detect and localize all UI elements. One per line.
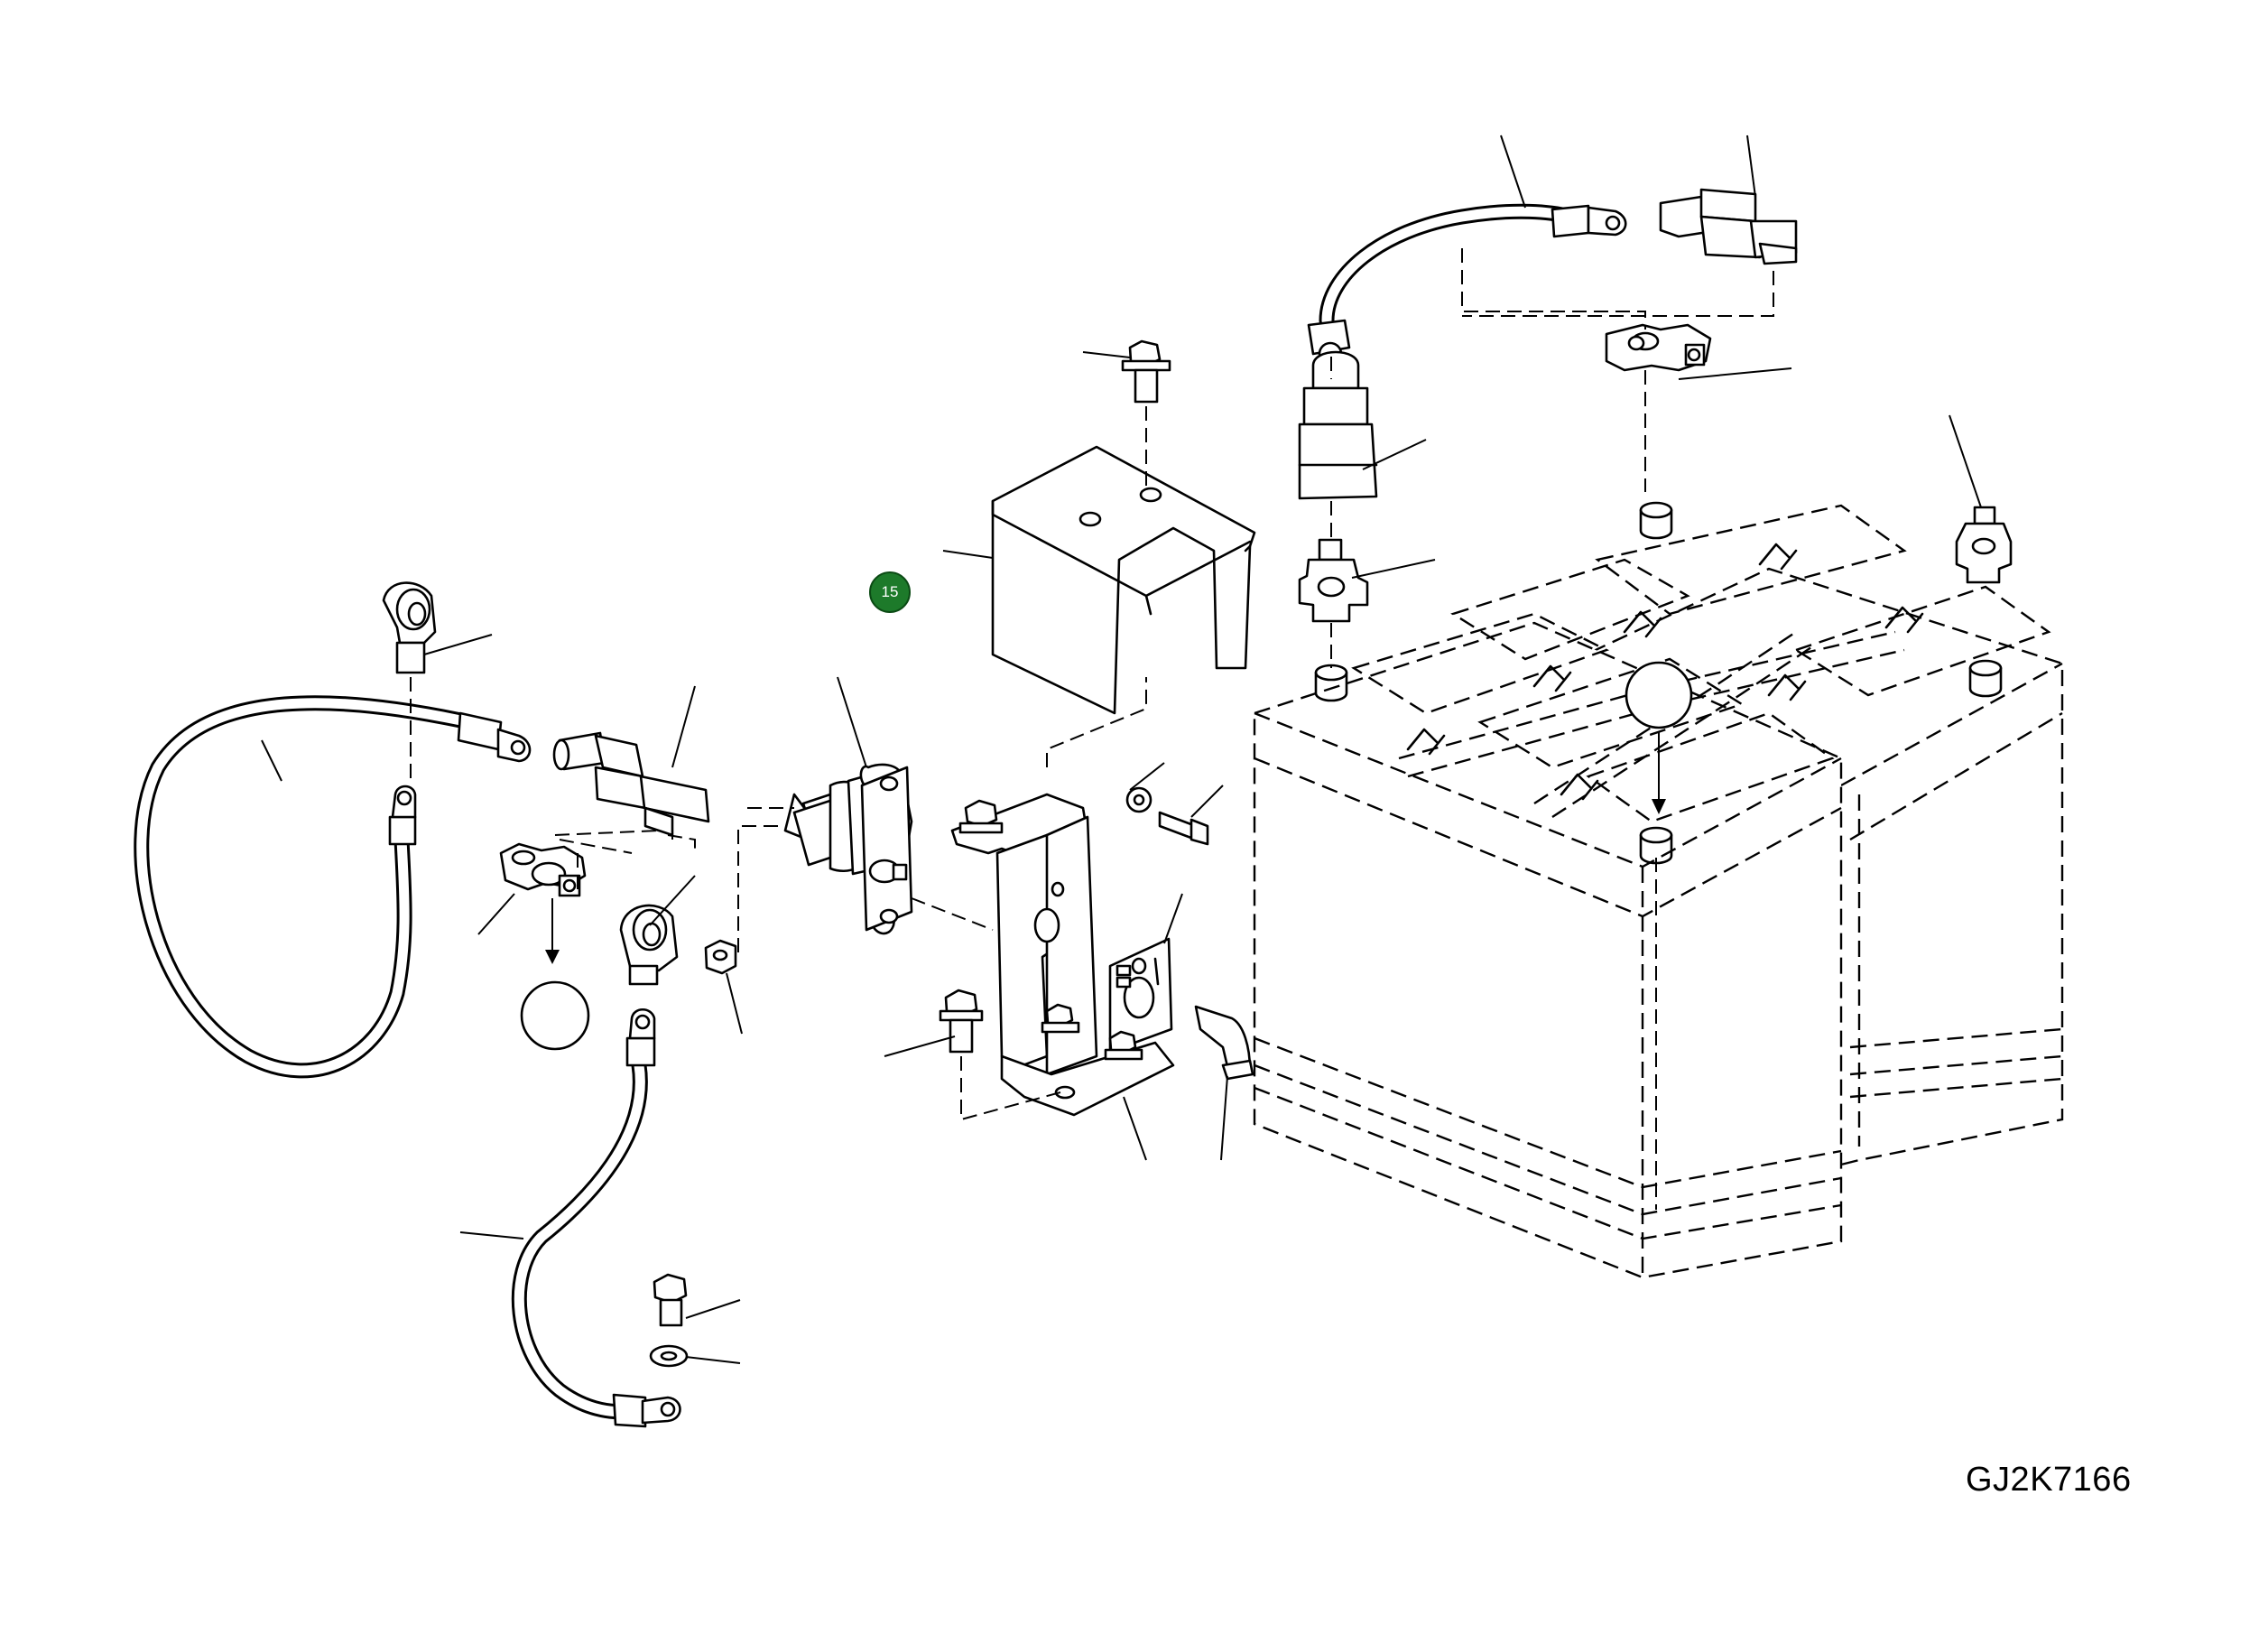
figure-code: GJ2K7166 <box>1966 1461 2132 1499</box>
terminal-clamp-far-right <box>1955 506 2013 584</box>
reference-sphere-left <box>520 980 590 1051</box>
terminal-boot-center <box>1298 350 1378 500</box>
washer-ground <box>649 1344 689 1368</box>
bolt-bracket-right <box>1158 811 1209 846</box>
bolt-bracket-bottom-left <box>939 989 1061 1121</box>
battery-vent-caps <box>1406 543 1924 801</box>
bolt-bracket-mid <box>1041 1003 1080 1034</box>
disconnect-switch <box>737 763 913 957</box>
assembly-lines-left <box>554 248 1774 1210</box>
positive-cable <box>134 695 532 1079</box>
ground-cable <box>511 1008 681 1428</box>
terminal-boot-elbow-top-left <box>382 581 437 785</box>
terminal-boot-elbow-mid <box>619 904 679 986</box>
bolt-bracket-low <box>1104 1030 1143 1061</box>
washer-bracket-right <box>1125 786 1153 813</box>
leader-lines <box>261 135 1982 1364</box>
battery-link-cable <box>1307 203 1627 367</box>
bolt-cover-top <box>1121 339 1171 488</box>
terminal-boot-top-right <box>1659 188 1798 265</box>
callout-badge-15[interactable]: 15 <box>869 571 911 613</box>
disconnect-key <box>1194 1005 1254 1081</box>
terminal-clamp-top-right <box>1605 323 1712 372</box>
hex-nut <box>704 939 737 975</box>
terminal-clamp-left <box>499 842 587 964</box>
cable-connector-left <box>552 731 710 854</box>
callout-badge-label: 15 <box>881 583 899 600</box>
reference-sphere-battery <box>1625 661 1693 814</box>
battery-cover-bracket <box>991 445 1256 715</box>
battery-posts <box>1314 501 2003 865</box>
bolt-bracket-top <box>958 677 1147 834</box>
battery-left <box>1253 558 1843 1279</box>
switch-mount-bracket <box>950 793 1175 1117</box>
bolt-ground <box>653 1273 688 1327</box>
terminal-clamp-center <box>1298 538 1369 623</box>
